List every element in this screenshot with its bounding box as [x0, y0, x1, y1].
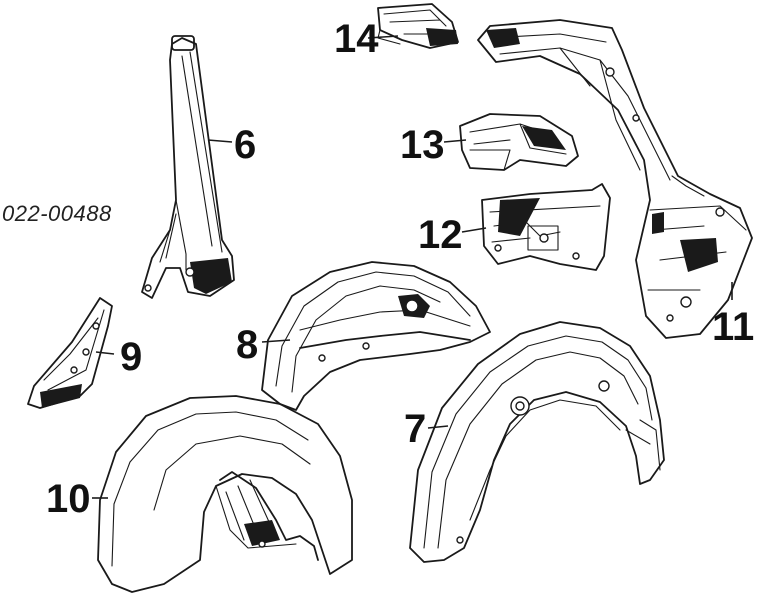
part-7-wheel-liner: [409, 321, 665, 563]
callout-11: 11: [712, 305, 754, 349]
leader-9: [95, 351, 115, 355]
catalog-number: 022-00488: [2, 201, 112, 226]
leader-13: [443, 139, 467, 143]
callout-labels: 14 6 13 12 11 9 8 7 10: [46, 17, 754, 521]
part-9-bracket: [27, 297, 113, 409]
callout-8: 8: [236, 323, 258, 367]
part-8-wheelhouse: [261, 261, 491, 411]
leader-lines: [92, 35, 733, 499]
callout-12: 12: [418, 213, 463, 257]
leader-14: [367, 35, 399, 39]
leader-6: [207, 139, 233, 143]
callout-10: 10: [46, 477, 91, 521]
part-13-panel: [459, 113, 579, 171]
part-11-quarter-panel: [477, 19, 753, 339]
leader-7: [427, 425, 449, 429]
part-6-pillar: [141, 35, 235, 299]
part-12-panel: [481, 183, 611, 271]
callout-7: 7: [404, 407, 426, 451]
callout-14: 14: [334, 17, 379, 61]
part-10-arch-liner: [97, 395, 353, 593]
leader-8: [261, 339, 291, 343]
callout-13: 13: [400, 123, 445, 167]
callout-6: 6: [234, 123, 256, 167]
part-14-bracket: [377, 3, 459, 49]
leader-12: [461, 227, 487, 233]
callout-9: 9: [120, 335, 142, 379]
